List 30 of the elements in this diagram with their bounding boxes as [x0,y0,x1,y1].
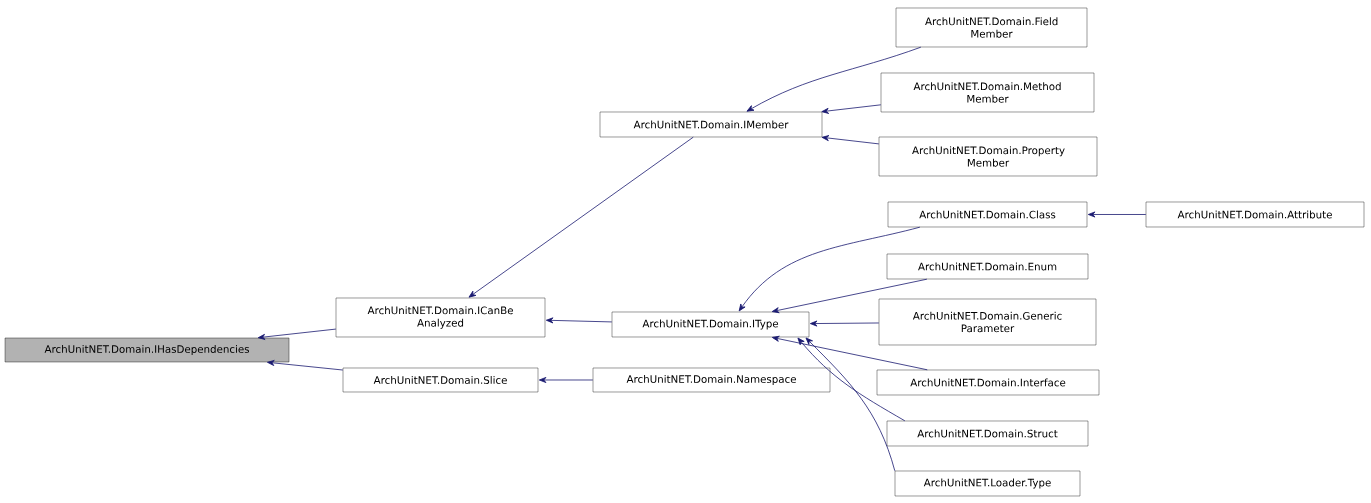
class-box: ArchUnitNET.Domain.IHasDependencies [4,337,290,363]
class-box: ArchUnitNET.Domain.Namespace [592,367,831,393]
class-box: ArchUnitNET.Domain.ICanBe Analyzed [335,297,546,338]
arrow [771,335,928,371]
arrow [468,136,694,298]
class-box: ArchUnitNET.Domain.Field Member [895,7,1088,48]
arrow [746,46,922,112]
class-box: ArchUnitNET.Domain.Slice [342,367,539,393]
class-box: ArchUnitNET.Domain.Generic Parameter [878,298,1097,346]
arrow [257,328,337,340]
arrow [538,377,594,383]
class-box: ArchUnitNET.Domain.Attribute [1145,201,1365,228]
class-box: ArchUnitNET.Domain.Enum [886,253,1089,280]
arrow [821,104,882,114]
arrow [797,337,906,422]
class-box: ArchUnitNET.Domain.IMember [599,111,823,138]
arrow [1087,211,1147,218]
class-box: ArchUnitNET.Domain.Interface [876,369,1100,396]
arrow [545,317,613,324]
arrow [805,337,896,472]
arrow [821,135,880,145]
class-box: ArchUnitNET.Domain.IType [611,311,810,338]
class-box: ArchUnitNET.Domain.Class [887,201,1088,228]
arrow [267,360,344,371]
arrow [809,320,880,327]
class-box: ArchUnitNET.Domain.Method Member [880,72,1095,113]
class-box: ArchUnitNET.Domain.Property Member [878,136,1098,177]
class-box: ArchUnitNET.Loader.Type [894,470,1081,497]
arrow [738,226,921,312]
class-box: ArchUnitNET.Domain.Struct [886,420,1089,447]
